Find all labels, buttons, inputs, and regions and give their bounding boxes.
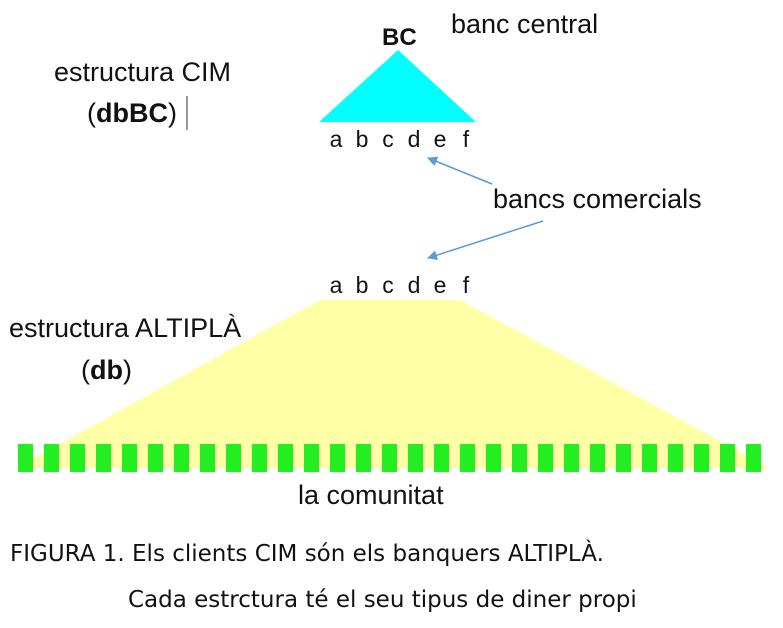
dbbc-label: (dbBC) — [87, 100, 177, 127]
community-dash — [122, 444, 137, 472]
altipla-trapezoid — [16, 300, 770, 468]
community-dash — [564, 444, 579, 472]
community-dash — [304, 444, 319, 472]
community-dash — [148, 444, 163, 472]
community-dash — [226, 444, 241, 472]
community-dash — [18, 444, 33, 472]
altipla-bank-letter: d — [407, 272, 421, 298]
community-dash — [460, 444, 475, 472]
community-dash — [642, 444, 657, 472]
la-comunitat-label: la comunitat — [298, 480, 444, 510]
community-dash — [408, 444, 423, 472]
altipla-bank-letter: e — [433, 272, 447, 298]
community-dash — [668, 444, 683, 472]
altipla-bank-letter: c — [382, 272, 394, 298]
dbbc-name: dbBC — [96, 98, 168, 128]
community-dash — [486, 444, 501, 472]
community-dash — [590, 444, 605, 472]
community-dash — [538, 444, 553, 472]
figure-caption-line2: Cada estrctura té el seu tipus de diner … — [128, 587, 637, 613]
community-dash — [174, 444, 189, 472]
community-dash — [356, 444, 371, 472]
figure-caption-line1: FIGURA 1. Els clients CIM són els banque… — [10, 541, 604, 567]
db-name: db — [90, 355, 123, 385]
community-dash — [720, 444, 735, 472]
estructura-altipla-label: estructura ALTIPLÀ — [9, 313, 242, 343]
community-dash — [616, 444, 631, 472]
db-close-paren: ) — [123, 355, 132, 385]
arrow-to-altipla-banks — [427, 220, 544, 261]
estructura-cim-label: estructura CIM — [54, 57, 232, 87]
community-dash — [512, 444, 527, 472]
dbbc-open-paren: ( — [87, 98, 96, 128]
bc-label: BC — [382, 24, 417, 51]
community-dash — [70, 444, 85, 472]
db-label: (db) — [81, 357, 132, 384]
community-dash — [44, 444, 59, 472]
community-dash — [200, 444, 215, 472]
banc-central-label: banc central — [451, 9, 599, 39]
community-dash — [382, 444, 397, 472]
community-dash — [278, 444, 293, 472]
community-dash — [746, 444, 761, 472]
cim-bank-letter: e — [433, 126, 447, 152]
altipla-bank-letter: b — [355, 272, 369, 298]
community-dash — [252, 444, 267, 472]
community-dash — [694, 444, 709, 472]
cim-bank-letter: f — [462, 126, 470, 152]
community-dash — [434, 444, 449, 472]
community-band — [18, 444, 761, 472]
cim-bank-letter: d — [407, 126, 421, 152]
altipla-bank-letter: f — [462, 272, 470, 298]
community-dash — [96, 444, 111, 472]
cim-triangle — [319, 50, 476, 122]
community-dash — [330, 444, 345, 472]
bancs-comercials-label: bancs comercials — [493, 184, 702, 214]
cim-bank-letter: b — [355, 126, 369, 152]
db-open-paren: ( — [81, 355, 90, 385]
altipla-bank-letter: a — [329, 272, 343, 298]
dbbc-close-paren: ) — [167, 98, 177, 128]
cim-bank-letter: a — [329, 126, 343, 152]
cim-bank-letter: c — [382, 126, 394, 152]
arrow-to-cim-banks — [427, 156, 493, 185]
